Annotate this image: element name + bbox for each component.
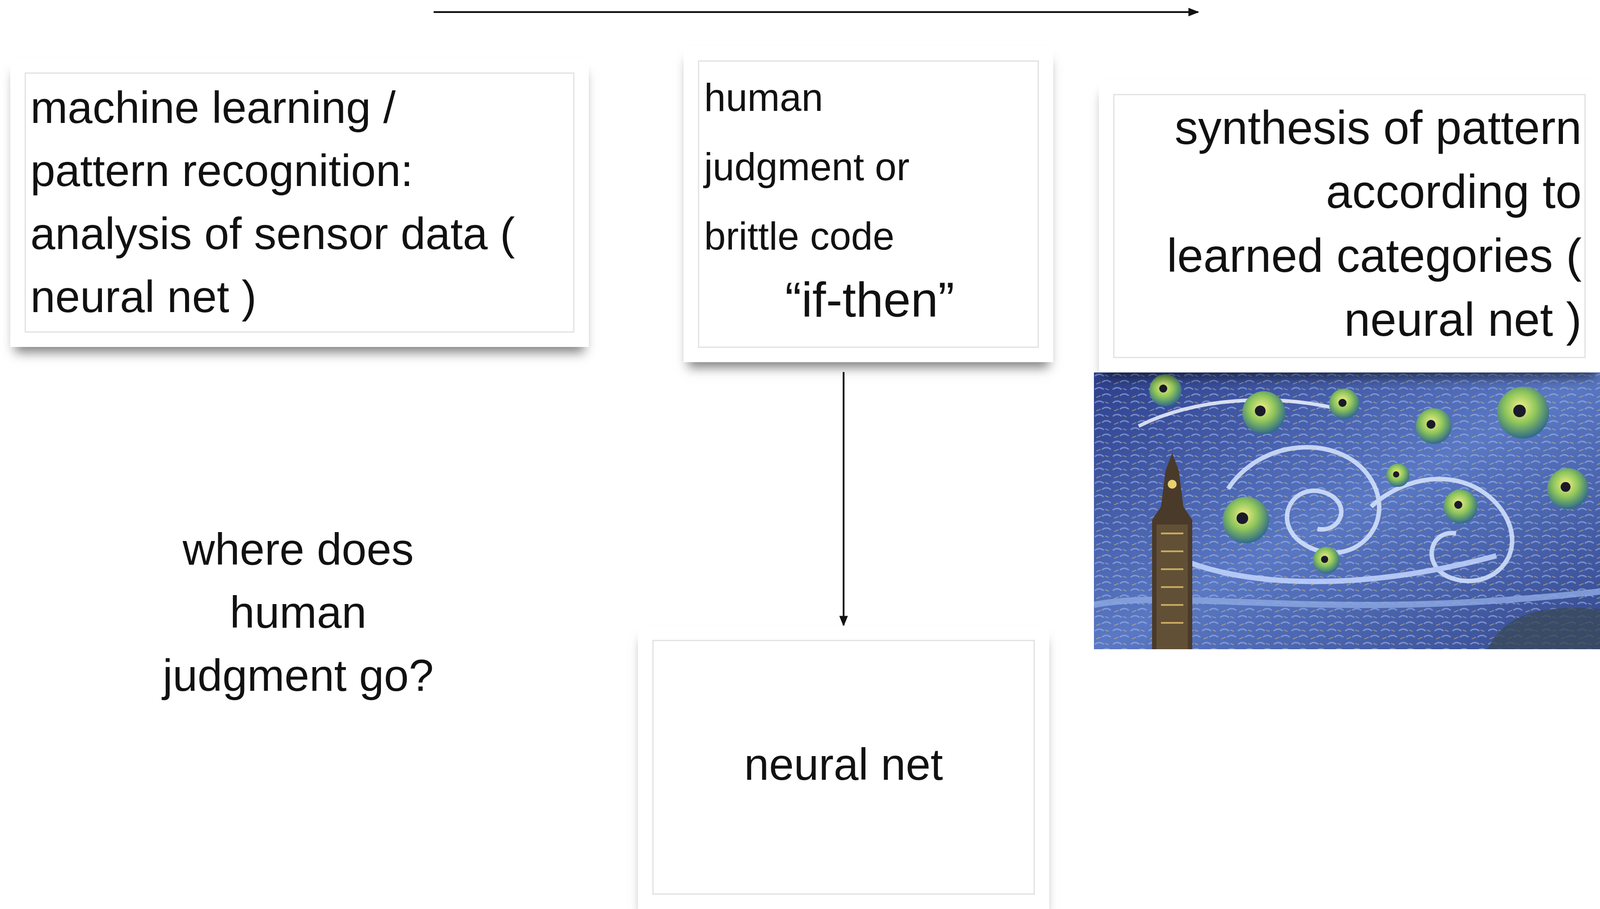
node-text: machine learning / pattern recognition: … (30, 75, 532, 329)
process-box: machine learning / pattern recognition: … (10, 58, 589, 347)
connector-arrow (842, 371, 845, 626)
process-box: synthesis of pattern according to learne… (1098, 79, 1600, 373)
node-text: “if-then” (713, 270, 1027, 329)
tower (1152, 452, 1193, 650)
question-label: where does human judgment go? (148, 517, 448, 707)
process-box: human judgment or brittle code“if-then” (683, 46, 1054, 363)
node-text: synthesis of pattern according to learne… (1165, 95, 1582, 352)
node-text: neural net (664, 732, 1023, 796)
flow-arrow (433, 11, 1199, 13)
deep-dream-image (1093, 372, 1600, 650)
process-box: neural net (637, 625, 1050, 909)
node-text: human judgment or brittle code (704, 62, 955, 271)
